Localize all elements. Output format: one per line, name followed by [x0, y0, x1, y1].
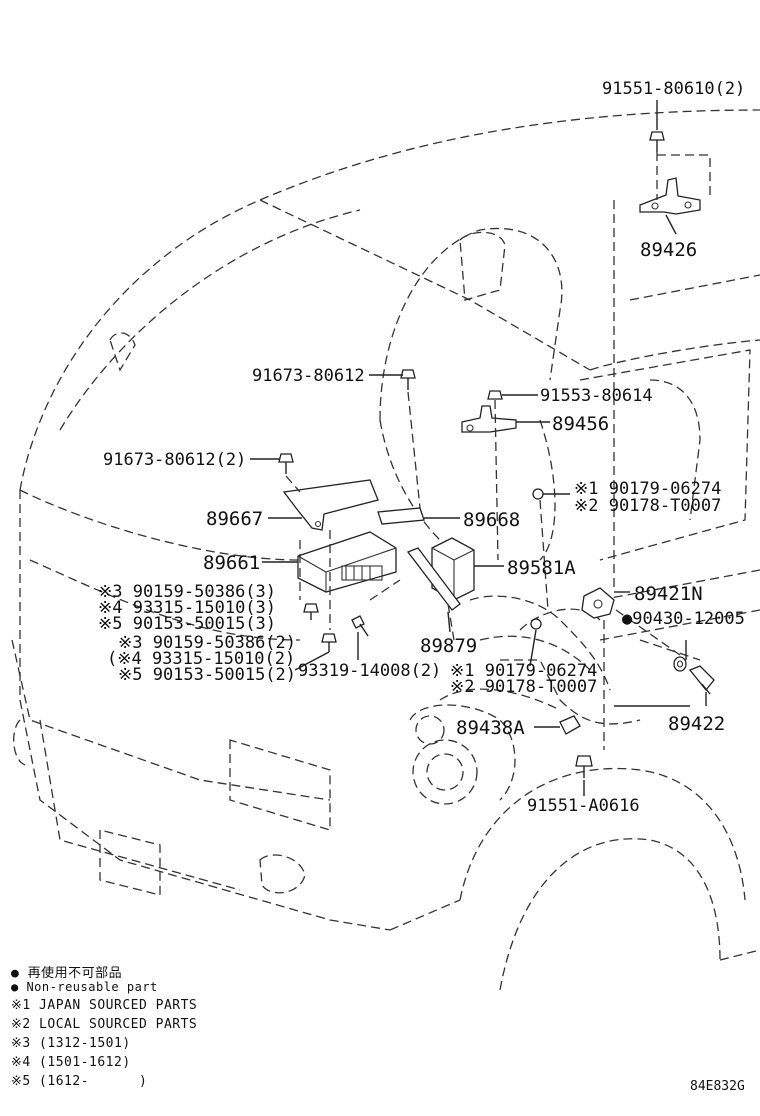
legend-line-3: ※1 JAPAN SOURCED PARTS	[11, 998, 198, 1013]
label-90153-50015-a: ※5 90153-50015(3)	[98, 614, 276, 634]
bolt-91553-80614	[487, 390, 503, 400]
bolt-91551-80610	[649, 131, 665, 152]
label-90430-12005: ●90430-12005	[622, 609, 745, 629]
vehicle-outline	[11, 109, 760, 991]
bolt-90159-50386-a	[303, 603, 319, 620]
sensor-89422	[688, 665, 715, 695]
label-90179-06274-a: ※1 90179-06274	[574, 479, 721, 499]
bolt-91673-80612-b	[278, 453, 294, 474]
label-89426: 89426	[640, 239, 697, 261]
label-91553-80614: 91553-80614	[540, 386, 653, 406]
label-90178-t0007-b: ※2 90178-T0007	[450, 677, 597, 697]
engine-outline	[409, 595, 641, 805]
gasket-90430-12005	[673, 656, 687, 672]
label-90159-50386-b: ※3 90159-50386(2)	[118, 633, 296, 653]
label-90153-50015-b: ※5 90153-50015(2)	[118, 665, 296, 685]
label-89422: 89422	[668, 713, 725, 735]
label-91673-80612-b: 91673-80612(2)	[103, 450, 246, 470]
nut-90179-06274-b	[530, 618, 542, 630]
label-93319-14008: 93319-14008(2)	[298, 661, 441, 681]
sensor-89438a	[559, 715, 581, 735]
label-93315-15010-a: ※4 93315-15010(3)	[98, 598, 276, 618]
bracket-89426	[639, 177, 701, 215]
bolt-91551-a0616	[575, 755, 593, 778]
cover-89667	[282, 479, 379, 531]
nut-90179-06274-a	[532, 488, 544, 500]
screw-93319-14008	[351, 615, 369, 637]
label-89438a: 89438A	[456, 717, 525, 739]
label-91673-80612-a: 91673-80612	[252, 366, 365, 386]
label-89581a: 89581A	[507, 557, 576, 579]
bracket-89879	[406, 547, 461, 611]
part-labels: 91551-80610(2) 89426 91673-80612 91553-8…	[98, 79, 745, 816]
ecu-89661	[297, 531, 397, 593]
legend-line-1: ● 再使用不可部品	[11, 966, 123, 981]
diagram-code: 84E832G	[690, 1079, 745, 1094]
label-90159-50386-a: ※3 90159-50386(3)	[98, 582, 276, 602]
legend-line-5: ※3 (1312-1501)	[11, 1036, 131, 1051]
label-93315-15010-b: (※4 93315-15010(2)	[107, 649, 295, 669]
label-91551-80610: 91551-80610(2)	[602, 79, 745, 99]
legend-line-2: ● Non-reusable part	[11, 980, 158, 994]
assembly-guides	[285, 152, 711, 750]
bolt-90159-50386-b	[321, 633, 337, 652]
label-90178-t0007-a: ※2 90178-T0007	[574, 496, 721, 516]
label-89456: 89456	[552, 413, 609, 435]
label-89879: 89879	[420, 635, 477, 657]
sensor-89421n	[581, 587, 615, 619]
label-89421n: 89421N	[634, 583, 703, 605]
label-90179-06274-b: ※1 90179-06274	[450, 661, 597, 681]
bolt-91673-80612-a	[400, 369, 416, 390]
legend-line-4: ※2 LOCAL SOURCED PARTS	[11, 1017, 198, 1032]
label-91551-a0616: 91551-A0616	[527, 796, 640, 816]
sensor-89456	[461, 405, 517, 433]
legend-line-6: ※4 (1501-1612)	[11, 1055, 131, 1070]
label-89668: 89668	[463, 509, 520, 531]
label-89667: 89667	[206, 508, 263, 530]
label-89661: 89661	[203, 552, 260, 574]
legend-line-7: ※5 (1612- )	[11, 1074, 148, 1089]
leader-lines	[250, 100, 707, 796]
bracket-89668	[377, 507, 425, 525]
